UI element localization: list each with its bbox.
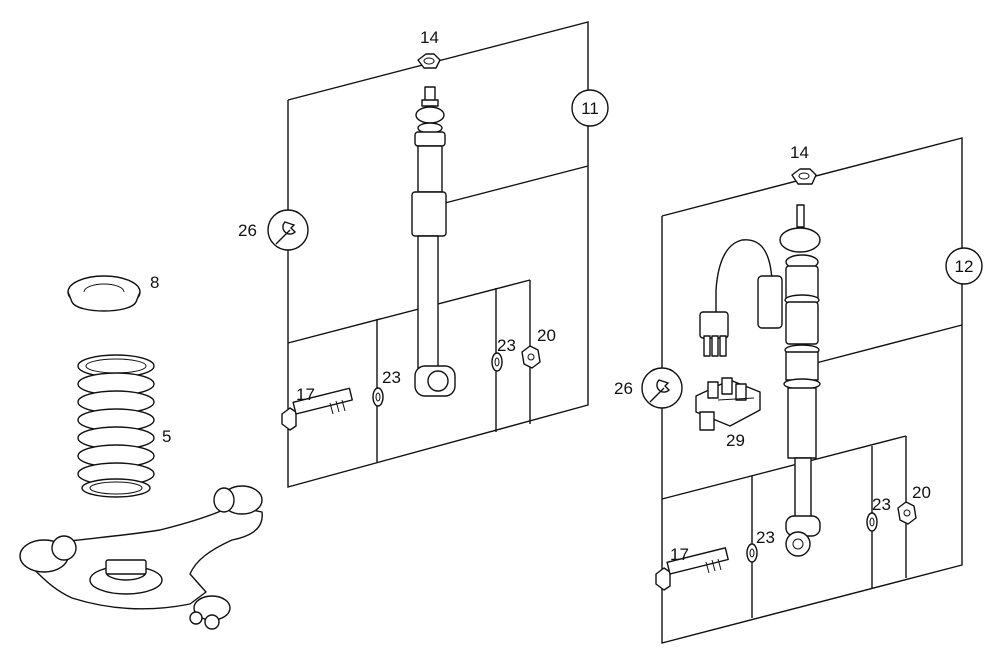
connector-29 — [695, 377, 761, 431]
callout-12: 12 — [955, 257, 974, 276]
bolt-17-right — [655, 547, 729, 591]
wrench-icon — [641, 367, 683, 409]
callout-23-right-a: 23 — [756, 528, 775, 547]
callout-14-right: 14 — [790, 143, 809, 162]
callout-23-left-b: 23 — [497, 336, 516, 355]
callout-20-right: 20 — [912, 483, 931, 502]
callout-circle-12: 12 — [945, 247, 983, 285]
bolt-17-left — [281, 387, 353, 431]
nut-14-right — [791, 168, 817, 185]
callout-17-left: 17 — [296, 385, 315, 404]
callout-5: 5 — [162, 427, 171, 446]
callout-11: 11 — [581, 99, 599, 118]
shock-absorber-right — [699, 204, 821, 557]
callout-14-left: 14 — [420, 28, 439, 47]
shock-absorber-left — [411, 86, 456, 397]
wrench-icon — [267, 209, 309, 251]
spring-seat-8 — [67, 275, 141, 312]
nut-20-left — [521, 345, 541, 369]
callout-circle-11: 11 — [571, 89, 609, 127]
nut-14-left — [417, 53, 441, 69]
callout-23-left-a: 23 — [382, 368, 401, 387]
callout-29: 29 — [726, 431, 745, 450]
washer-23-left-a — [372, 387, 384, 407]
callout-26-right: 26 — [614, 379, 633, 398]
callout-17-right: 17 — [670, 545, 689, 564]
callout-8: 8 — [150, 273, 159, 292]
lower-control-arm — [19, 485, 263, 630]
washer-23-left-b — [491, 352, 503, 372]
coil-spring-5 — [77, 354, 155, 498]
callout-23-right-b: 23 — [872, 495, 891, 514]
callout-26-left: 26 — [238, 221, 257, 240]
callout-20-left: 20 — [537, 326, 556, 345]
washer-23-right-a — [746, 543, 758, 563]
nut-20-right — [897, 501, 917, 525]
washer-23-right-b — [866, 512, 878, 532]
